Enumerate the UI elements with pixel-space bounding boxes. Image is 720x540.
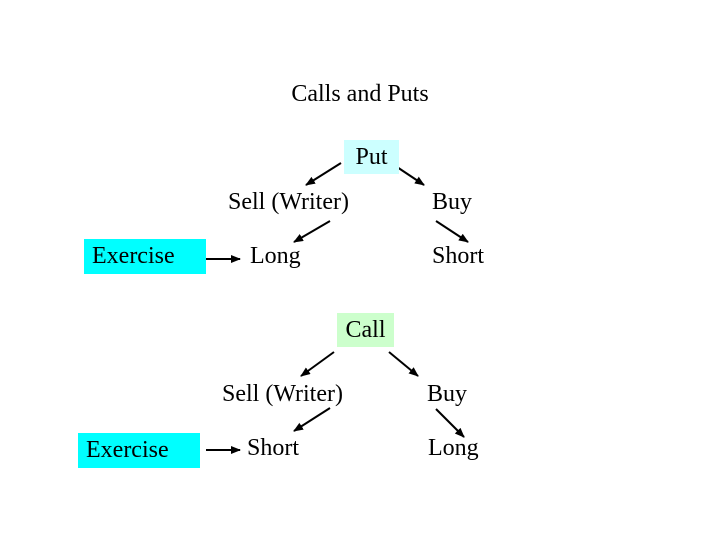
arrow-buy-to-short bbox=[435, 220, 469, 243]
arrow-call-to-buy bbox=[388, 351, 419, 377]
node-call-sell-writer: Sell (Writer) bbox=[222, 381, 343, 407]
node-call-buy-long: Long bbox=[428, 435, 479, 461]
arrow-sell-writer-to-long bbox=[293, 220, 331, 243]
call-exercise-box: Exercise bbox=[78, 433, 200, 468]
arrow-buy-to-long bbox=[435, 408, 465, 438]
node-put-buy: Buy bbox=[432, 189, 473, 215]
node-put-buy-short: Short bbox=[432, 243, 485, 269]
node-call-root: Call bbox=[337, 313, 394, 347]
node-call-sell-short: Short bbox=[247, 435, 300, 461]
put-exercise-box: Exercise bbox=[84, 239, 206, 274]
node-call-buy: Buy bbox=[427, 381, 468, 407]
slide-title: Calls and Puts bbox=[291, 81, 429, 107]
node-put-sell-writer: Sell (Writer) bbox=[228, 189, 349, 215]
node-put-sell-long: Long bbox=[250, 243, 301, 269]
arrow-call-to-sell-writer bbox=[300, 351, 335, 377]
arrow-put-to-sell-writer bbox=[305, 162, 342, 186]
arrow-sell-writer-to-short bbox=[293, 407, 331, 432]
node-put-root: Put bbox=[344, 140, 399, 174]
